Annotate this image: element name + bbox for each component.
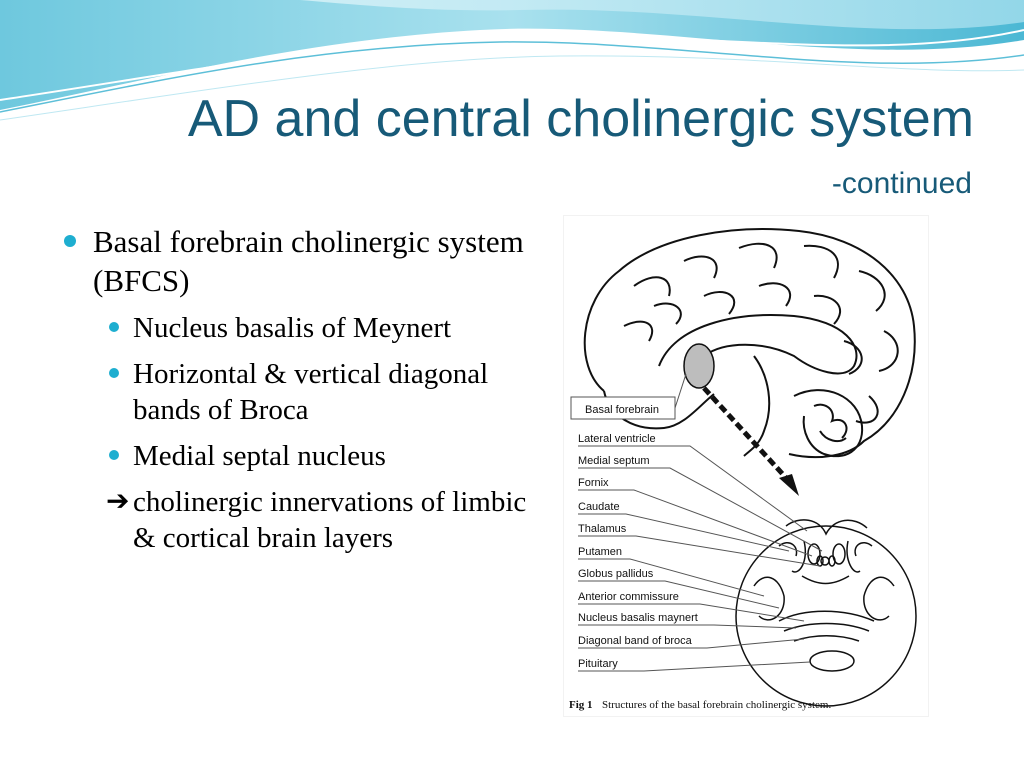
- header-wave-decoration: [0, 0, 1024, 121]
- label-putamen: Putamen: [578, 546, 622, 558]
- bullet-bfcs: Basal forebrain cholinergic system (BFCS…: [60, 222, 550, 300]
- slide-subtitle: -continued: [831, 167, 972, 200]
- slide-title: AD and central cholinergic system: [187, 90, 974, 148]
- label-medial-septum: Medial septum: [578, 455, 650, 467]
- label-diagonal-band: Diagonal band of broca: [578, 635, 693, 647]
- bullet-dot-icon: [109, 368, 119, 378]
- label-thalamus: Thalamus: [578, 523, 627, 535]
- bullet-dot-icon: [109, 322, 119, 332]
- label-lateral-ventricle: Lateral ventricle: [578, 433, 656, 445]
- label-pituitary: Pituitary: [578, 658, 618, 670]
- label-nucleus-basalis: Nucleus basalis maynert: [578, 612, 698, 624]
- sub-bullet-text: Nucleus basalis of Meynert: [133, 312, 452, 344]
- label-anterior-commissure: Anterior commissure: [578, 591, 679, 603]
- brain-figure: Basal forebrain Lateral ventricle Medial…: [563, 215, 929, 717]
- sub-bullet-text: Horizontal & vertical diagonal bands of …: [133, 358, 489, 426]
- sagittal-brain-drawing: [583, 228, 916, 459]
- caption-text: Structures of the basal forebrain cholin…: [602, 699, 831, 711]
- pointer-arrow-head: [779, 474, 799, 496]
- bullet-text: Basal forebrain cholinergic system (BFCS…: [93, 224, 524, 298]
- basal-forebrain-label: Basal forebrain: [585, 404, 659, 416]
- label-fornix: Fornix: [578, 477, 609, 489]
- coronal-section-drawing: [735, 519, 917, 707]
- leader-lines: [578, 445, 823, 672]
- bullet-dot-icon: [109, 450, 119, 460]
- bullet-dot-icon: [64, 235, 76, 247]
- caption-label: Fig 1: [569, 699, 593, 711]
- brain-diagram: Basal forebrain Lateral ventricle Medial…: [569, 228, 917, 711]
- structure-labels: Lateral ventricle Medial septum Fornix C…: [578, 433, 698, 670]
- basal-forebrain-highlight: [683, 343, 715, 389]
- right-arrow-icon: ➔: [106, 486, 130, 517]
- sub-bullet-nucleus-basalis: Nucleus basalis of Meynert: [103, 310, 550, 346]
- sub-bullet-medial-septal: Medial septal nucleus: [103, 438, 550, 474]
- bullet-list: Basal forebrain cholinergic system (BFCS…: [60, 222, 550, 556]
- arrow-bullet-text: cholinergic innervations of limbic & cor…: [133, 486, 527, 554]
- pointer-arrow-shaft: [702, 386, 791, 483]
- sub-bullet-text: Medial septal nucleus: [133, 440, 386, 472]
- arrow-bullet: ➔ cholinergic innervations of limbic & c…: [103, 484, 550, 556]
- sub-bullet-diagonal-bands: Horizontal & vertical diagonal bands of …: [103, 356, 550, 428]
- label-caudate: Caudate: [578, 501, 620, 513]
- label-globus-pallidus: Globus pallidus: [578, 568, 654, 580]
